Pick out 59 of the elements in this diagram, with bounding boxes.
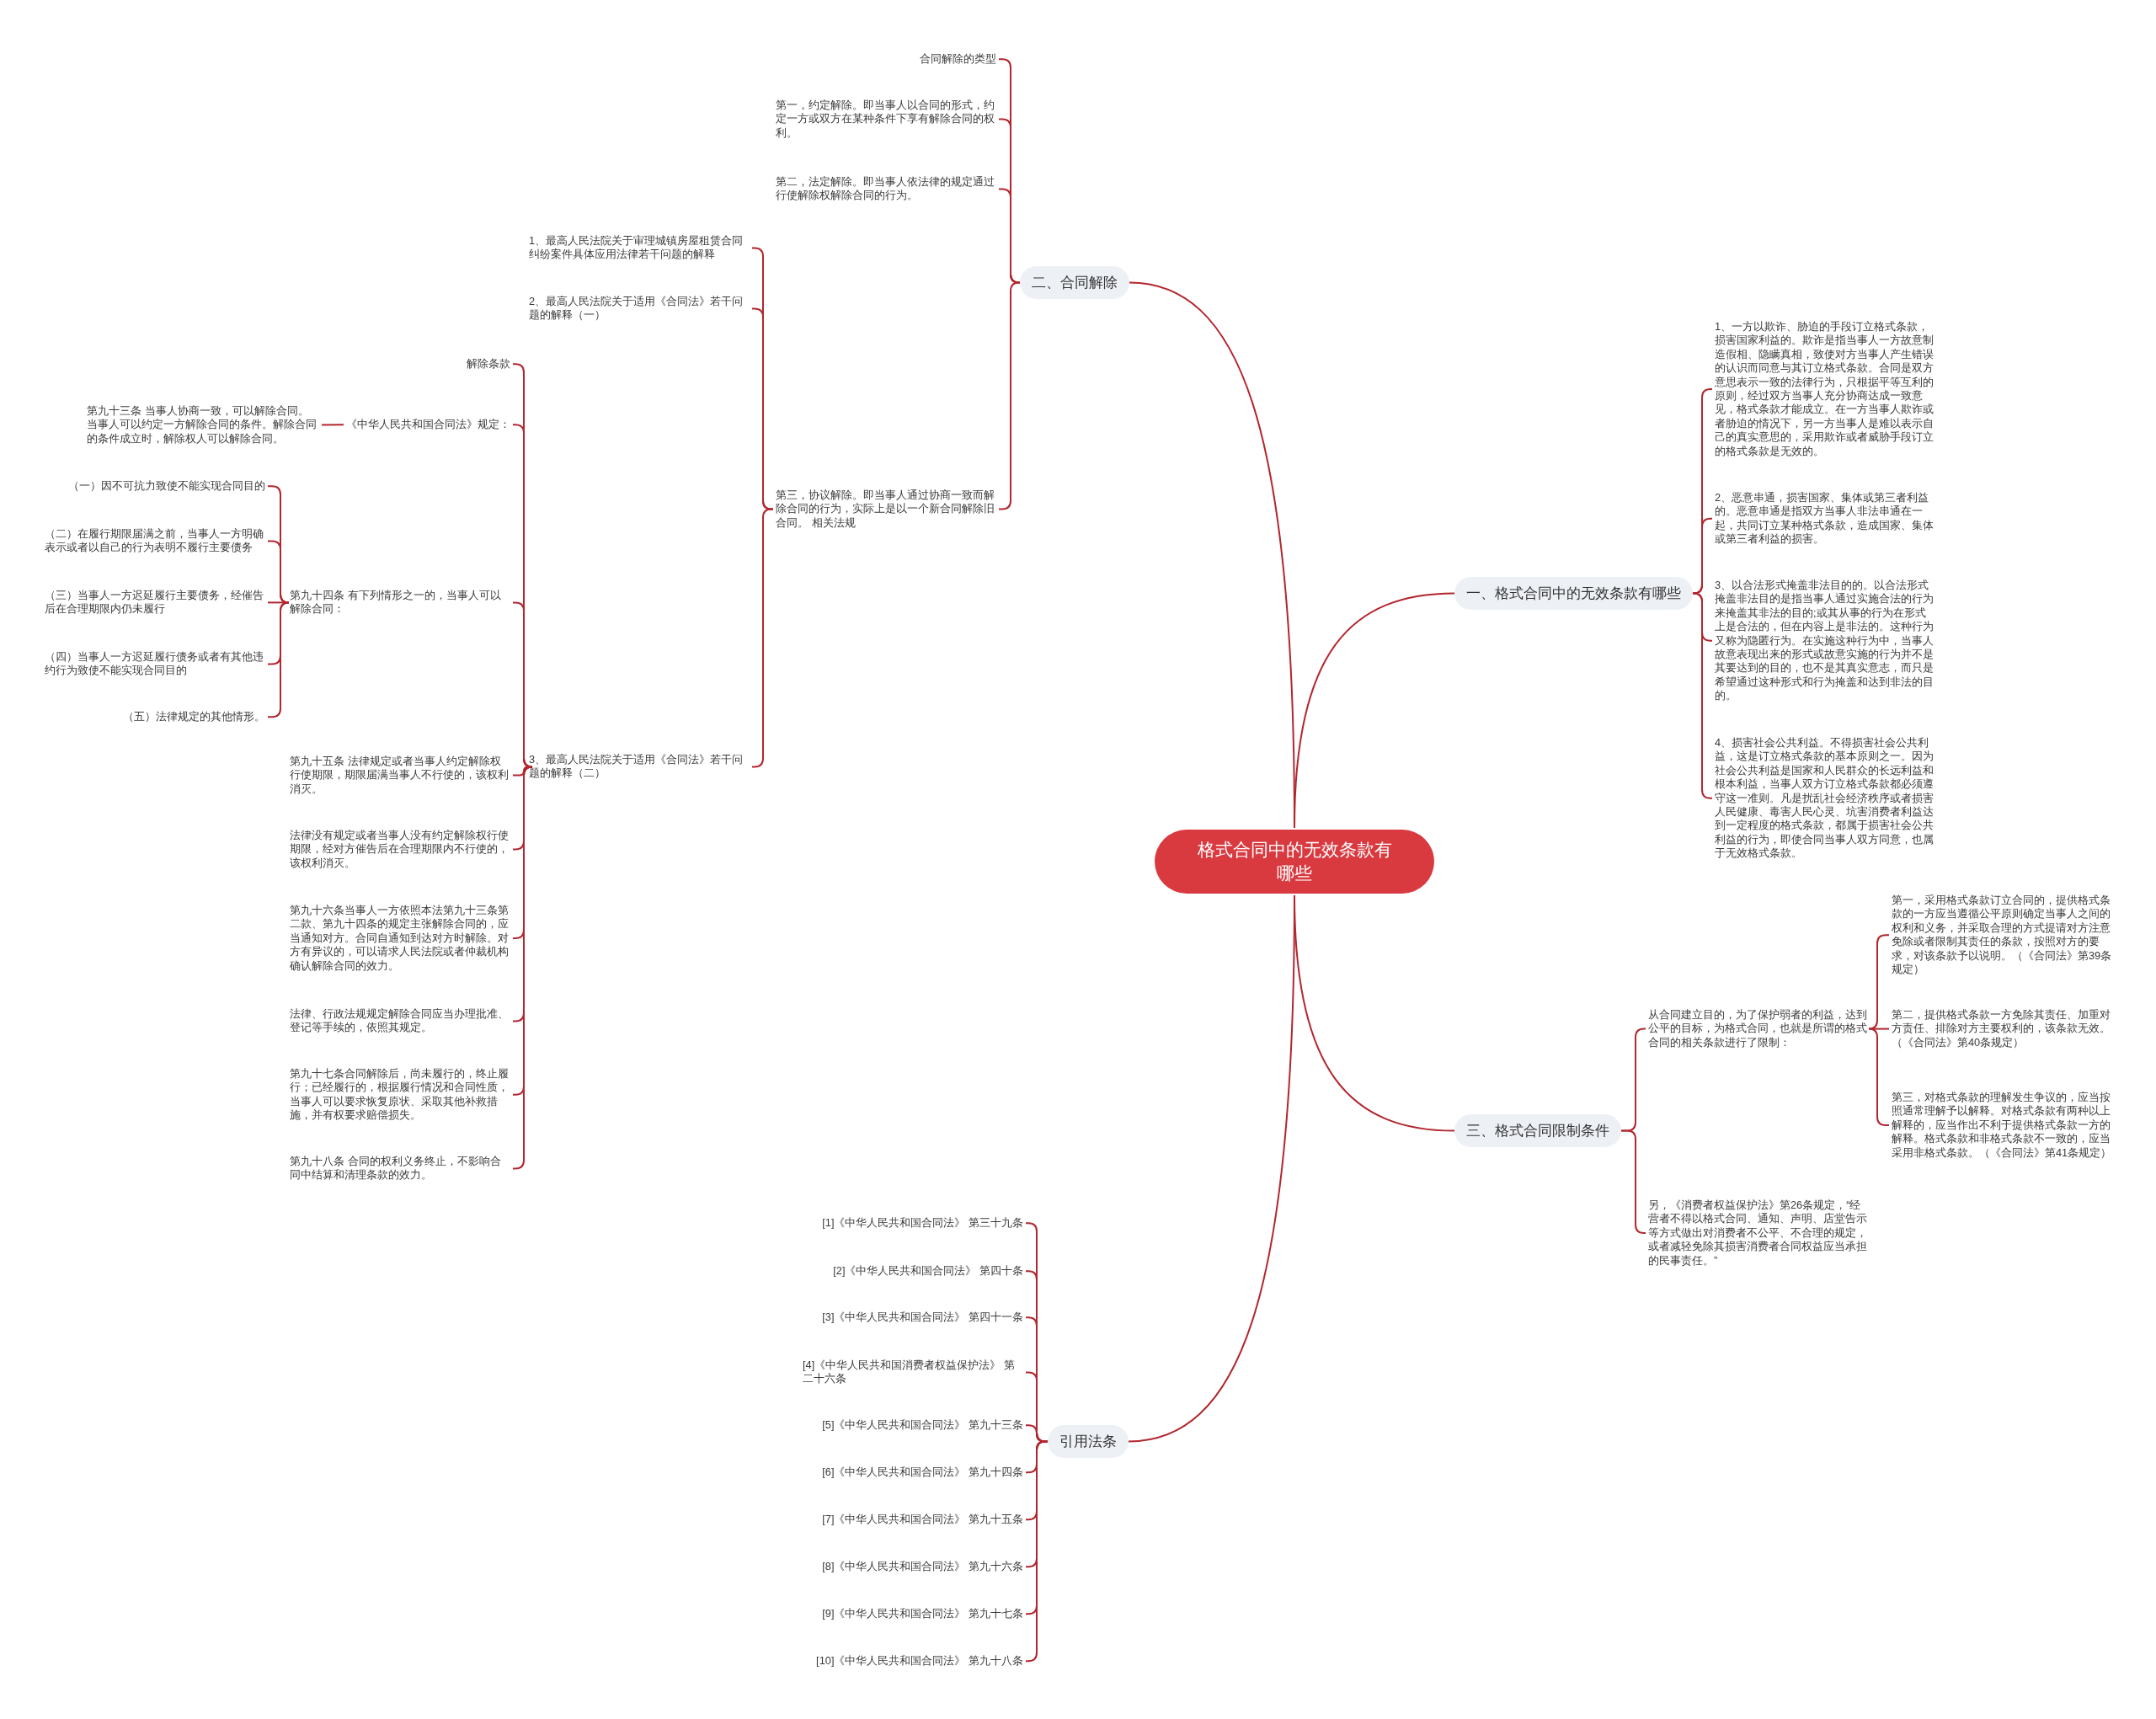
topic-text: 法律没有规定或者当事人没有约定解除权行使期限，经对方催告后在合理期限内不行使的，该权利消灭。 (287, 829, 513, 871)
topic-text: 解除条款 (464, 357, 513, 371)
topic-text: （二）在履行期限届满之前，当事人一方明确表示或者以自己的行为表明不履行主要债务 (42, 527, 268, 555)
topic-text: （五）法律规定的其他情形。 (120, 710, 268, 724)
topic-text: [5]《中华人民共和国合同法》 第九十三条 (819, 1418, 1026, 1433)
topic-text: 第九十五条 法律规定或者当事人约定解除权行使期限，期限届满当事人不行使的，该权利消灭。 (287, 755, 513, 797)
connector-line (998, 281, 1021, 510)
topic-text: 第三，协议解除。即当事人通过协商一致而解除合同的行为，实际上是以一个新合同解除旧合同。 相关法规 (773, 488, 999, 531)
topic-text: 第九十七条合同解除后，尚未履行的，终止履行；已经履行的，根据履行情况和合同性质，当事人可以要求恢复原状、采取其他补救措施，并有权要求赔偿损失。 (287, 1067, 513, 1123)
topic-text: 合同解除的类型 (917, 52, 999, 67)
connector-line (267, 601, 288, 604)
branch-topic: 引用法条 (1048, 1425, 1129, 1458)
topic-text: [4]《中华人民共和国消费者权益保护法》 第二十六条 (800, 1359, 1026, 1386)
topic-text: 第九十六条当事人一方依照本法第九十三条第二款、第九十四条的规定主张解除合同的，应当通知对方。合同自通知到达对方时解除。对方有异议的，可以请求人民法院或者仲裁机构确认解除合同的效力。 (287, 904, 513, 974)
central-topic: 格式合同中的无效条款有哪些 (1155, 830, 1434, 894)
topic-text: 2、恶意串通，损害国家、集体或第三者利益的。恶意串通是指双方当事人非法串通在一起，共同订立某种格式条款，造成国家、集体或第三者利益的损害。 (1712, 491, 1938, 547)
topic-text: 第二，法定解除。即当事人依法律的规定通过行使解除权解除合同的行为。 (773, 175, 999, 203)
topic-text: 第一，约定解除。即当事人以合同的形式，约定一方或双方在某种条件下享有解除合同的权利。 (773, 99, 999, 141)
topic-text: [3]《中华人民共和国合同法》 第四十一条 (819, 1311, 1026, 1325)
connector-line (1868, 934, 1890, 1030)
topic-text: 1、一方以欺诈、胁迫的手段订立格式条款，损害国家利益的。欺诈是指当事人一方故意制造假相、隐瞒真相，致使对方当事人产生错误的认识而同意与其订立格式条款。合同是双方意思表示一致的法律行为，只根据平等互利的原则，经过双方当事人充分协商达成一致意见，格式条款才能成立。在一方当事人欺诈或者胁迫的情况下，另一方当事人是难以表示自己的真实意思的，采用欺诈或者威胁手段订立的格式条款是无效的。 (1712, 320, 1938, 459)
topic-text: 4、损害社会公共利益。不得损害社会公共利益，这是订立格式条款的基本原则之一。因为社会公共利益是国家和人民群众的长远利益和根本利益，当事人双方订立格式条款都必须遵守这一准则。凡是扰乱社会经济秩序或者损害人民健康、毒害人民心灵、坑害消费者利益达到一定程度的格式条款，都属于损害社会公共利益的行为，即使合同当事人双方同意，也属于无效格式条款。 (1712, 736, 1938, 861)
topic-text: [8]《中华人民共和国合同法》 第九十六条 (819, 1560, 1026, 1574)
topic-text: 第二，提供格式条款一方免除其责任、加重对方责任、排除对方主要权利的，该条款无效。（《合同法》第40条规定） (1889, 1008, 2115, 1050)
topic-text: [1]《中华人民共和国合同法》 第三十九条 (819, 1216, 1026, 1231)
connector-line (1692, 517, 1713, 595)
connector-line (1868, 1028, 1890, 1126)
topic-text: [7]《中华人民共和国合同法》 第九十五条 (819, 1513, 1026, 1527)
topic-text: 第九十四条 有下列情形之一的，当事人可以解除合同： (287, 589, 513, 617)
branch-topic: 三、格式合同限制条件 (1454, 1114, 1621, 1147)
topic-text: 2、最高人民法院关于适用《合同法》若干问题的解释（一） (526, 295, 752, 323)
topic-text: [2]《中华人民共和国合同法》 第四十条 (830, 1264, 1026, 1279)
topic-text: 第三，对格式条款的理解发生争议的，应当按照通常理解予以解释。对格式条款有两种以上解释的，应当作出不利于提供格式条款一方的解释。格式条款和非格式条款不一致的，应当采用非格式条款。（《合同法》第41条规定） (1889, 1091, 2115, 1161)
topic-text: [10]《中华人民共和国合同法》 第九十八条 (814, 1654, 1026, 1668)
topic-text: 第九十三条 当事人协商一致，可以解除合同。当事人可以约定一方解除合同的条件。解除合同的条件成立时，解除权人可以解除合同。 (84, 404, 322, 446)
connector-line (751, 508, 774, 768)
topic-text: 3、以合法形式掩盖非法目的的。以合法形式掩盖非法目的是指当事人通过实施合法的行为来掩盖其非法的目的;或其从事的行为在形式上是合法的，但在内容上是非法的。这种行为又称为隐匿行为。在实施这种行为中，当事人故意表现出来的形式或故意实施的行为并不是其要达到的目的，也不是其真实意志，而只是希望通过这种形式和行为掩盖和达到非法的目的。 (1712, 579, 1938, 703)
connector-line (1025, 1440, 1049, 1663)
topic-text: 另，《消费者权益保护法》第26条规定，“经营者不得以格式合同、通知、声明、店堂告示等方式做出对消费者不公平、不合理的规定，或者减轻免除其损害消费者合同权益应当承担的民事责任。” (1646, 1198, 1871, 1268)
connector-line (512, 766, 533, 1170)
topic-text: 法律、行政法规规定解除合同应当办理批准、登记等手续的，依照其规定。 (287, 1007, 513, 1035)
topic-text: 《中华人民共和国合同法》规定： (344, 418, 513, 432)
topic-text: 第九十八条 合同的权利义务终止，不影响合同中结算和清理条款的效力。 (287, 1155, 513, 1182)
topic-text: （三）当事人一方迟延履行主要债务，经催告后在合理期限内仍未履行 (42, 589, 268, 617)
topic-text: 第一，采用格式条款订立合同的，提供格式条款的一方应当遵循公平原则确定当事人之间的权利和义务，并采取合理的方式提请对方注意免除或者限制其责任的条款，按照对方的要求，对该条款予以说明。（《合同法》第39条规定） (1889, 894, 2115, 977)
connector-line (1692, 592, 1713, 799)
connector-line (321, 424, 344, 426)
connector-line (1620, 1129, 1646, 1234)
connector-line (1870, 1028, 1890, 1030)
branch-topic: 一、格式合同中的无效条款有哪些 (1454, 577, 1693, 610)
topic-text: 从合同建立目的，为了保护弱者的利益，达到公平的目标，为格式合同，也就是所谓的格式合同的相关条款进行了限制： (1646, 1008, 1871, 1050)
topic-text: （一）因不可抗力致使不能实现合同目的 (66, 479, 268, 494)
connector-line (998, 188, 1021, 284)
topic-text: [6]《中华人民共和国合同法》 第九十四条 (819, 1465, 1026, 1480)
topic-text: 1、最高人民法院关于审理城镇房屋租赁合同纠纷案件具体应用法律若干问题的解释 (526, 234, 752, 262)
topic-text: 3、最高人民法院关于适用《合同法》若干问题的解释（二） (526, 753, 752, 781)
branch-topic: 二、合同解除 (1020, 266, 1129, 299)
topic-text: [9]《中华人民共和国合同法》 第九十七条 (819, 1607, 1026, 1621)
topic-text: （四）当事人一方迟延履行债务或者有其他违约行为致使不能实现合同目的 (42, 650, 268, 678)
